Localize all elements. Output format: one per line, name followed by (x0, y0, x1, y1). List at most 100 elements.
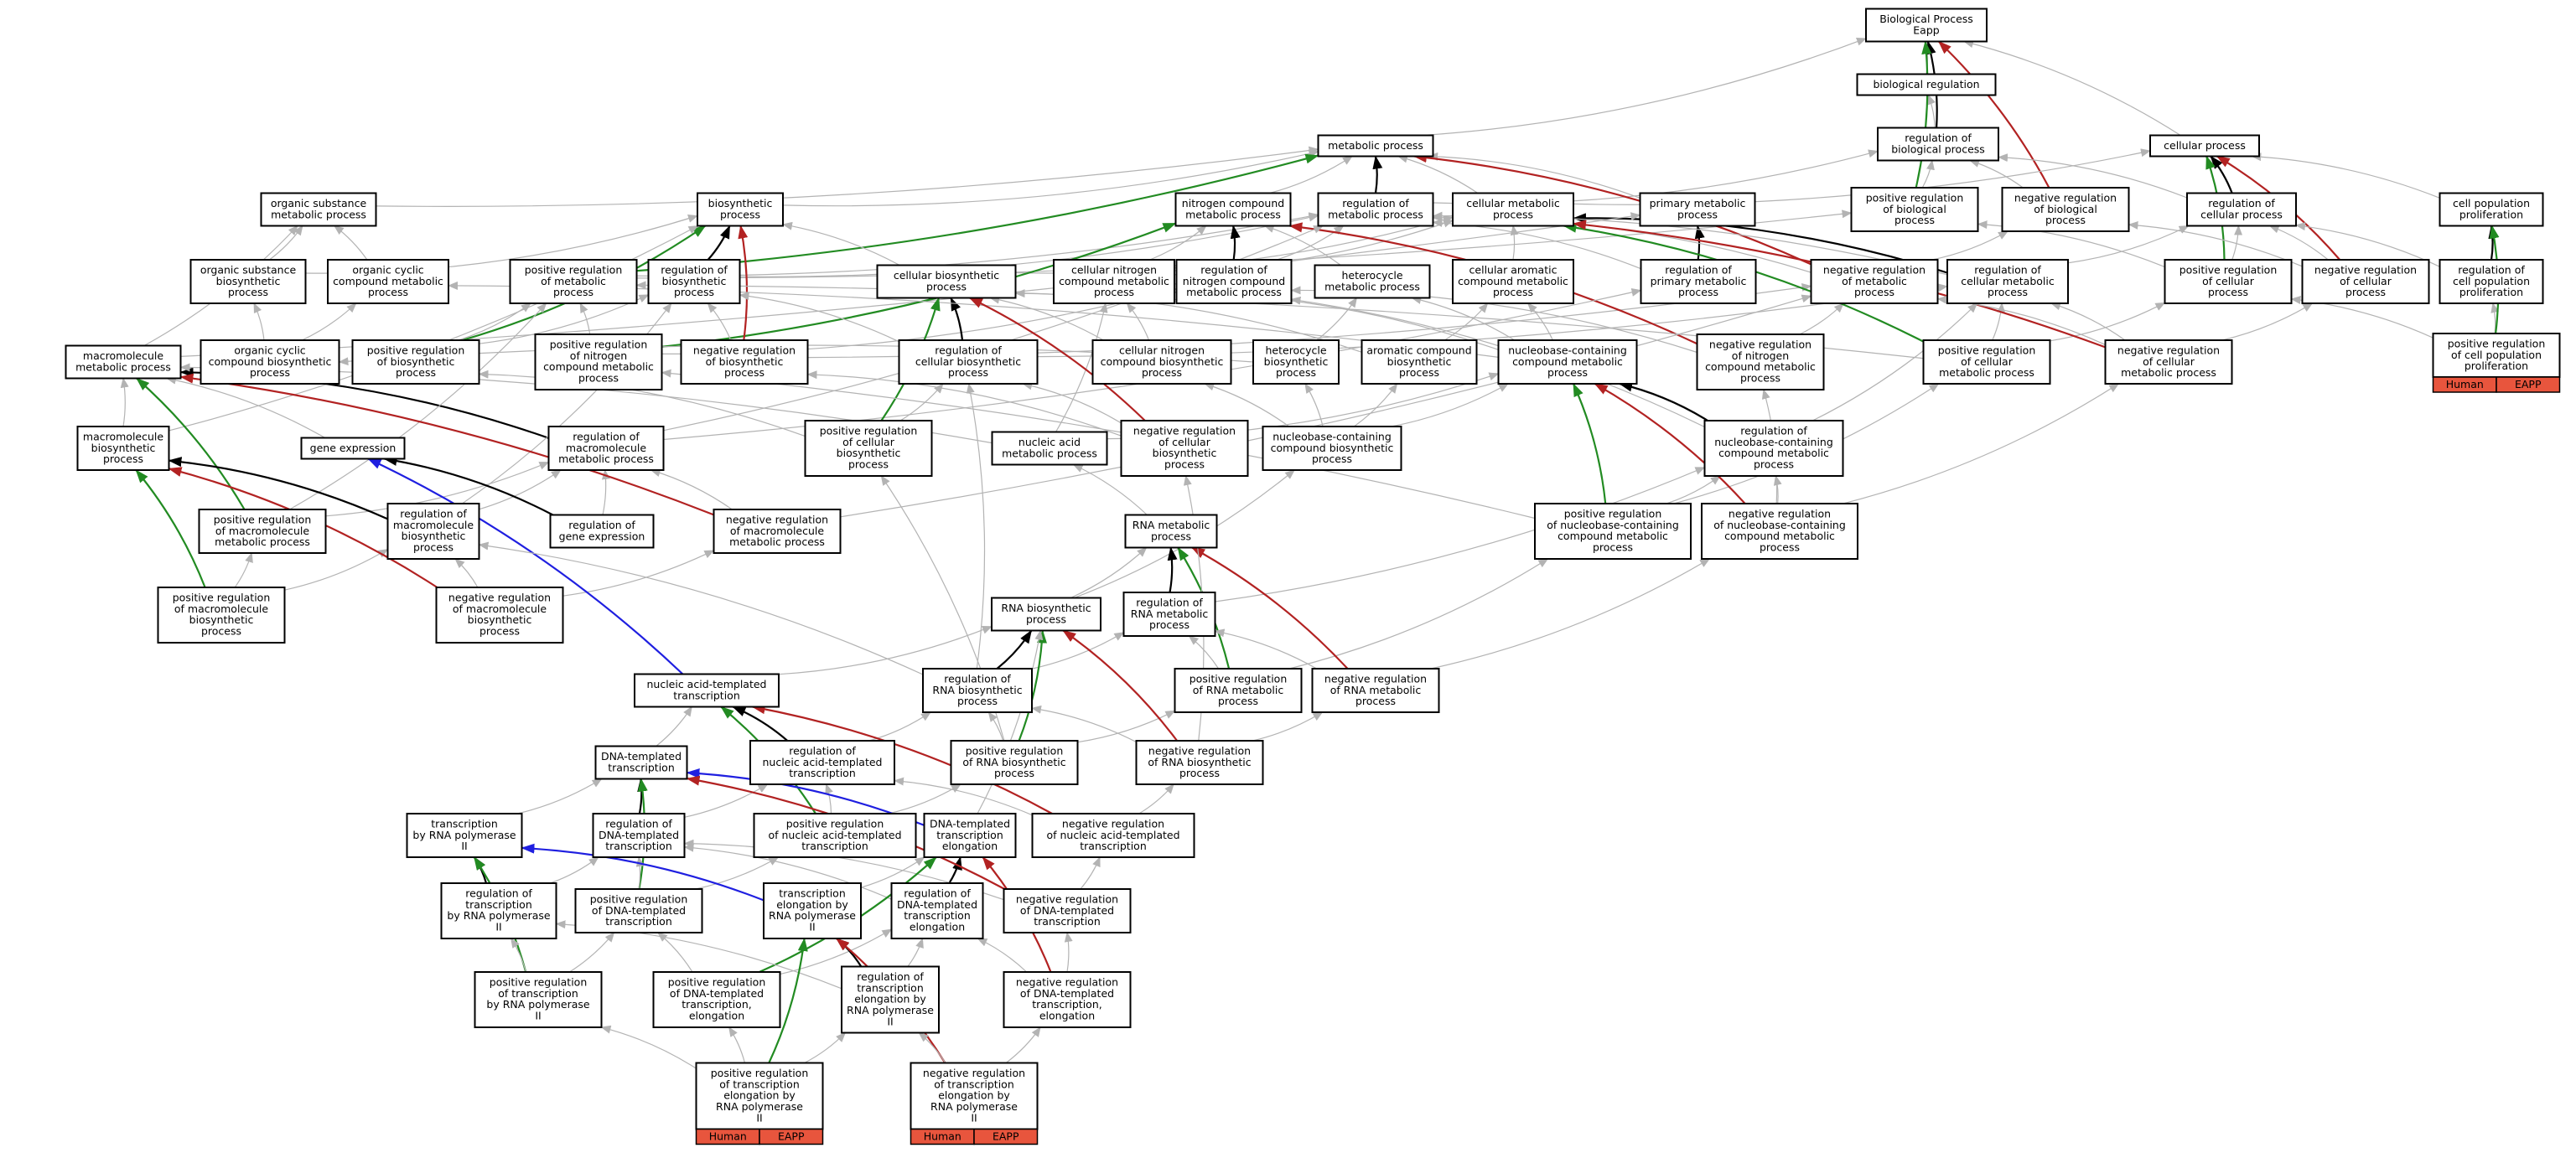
go-term-label-line: proliferation (2459, 208, 2523, 220)
go-term-label-line: positive regulation (525, 263, 623, 276)
go-term-node-regmacrobio[interactable]: regulation ofmacromoleculebiosyntheticpr… (386, 503, 480, 560)
go-term-box (1122, 592, 1216, 637)
go-term-label-line: negative regulation (2117, 344, 2220, 356)
go-term-label-line: of transcription (934, 1078, 1014, 1090)
edge-is-a (2067, 225, 2190, 264)
go-term-label-line: process (103, 452, 143, 465)
go-term-node-regnucbase[interactable]: regulation ofnucleobase-containingcompou… (1703, 420, 1844, 477)
go-term-node-geneexp[interactable]: gene expression (300, 437, 406, 460)
annotation-tag-eapp: EAPP (973, 1128, 1039, 1145)
go-term-node-metab[interactable]: metabolic process (1317, 134, 1434, 158)
go-term-label-line: regulation of (2208, 197, 2275, 209)
go-term-label-line: of DNA-templated (670, 987, 764, 1000)
go-term-node-cellproc[interactable]: cellular process (2149, 134, 2260, 158)
edge-is-a (1666, 475, 1721, 504)
go-term-node-bioreg[interactable]: biological regulation (1856, 73, 1997, 96)
edge-positively-regulates (1572, 383, 1607, 504)
go-term-label-line: negative regulation (1324, 672, 1427, 685)
go-term-node-regdnatxelong[interactable]: regulation ofDNA-templatedtranscriptione… (890, 882, 984, 939)
